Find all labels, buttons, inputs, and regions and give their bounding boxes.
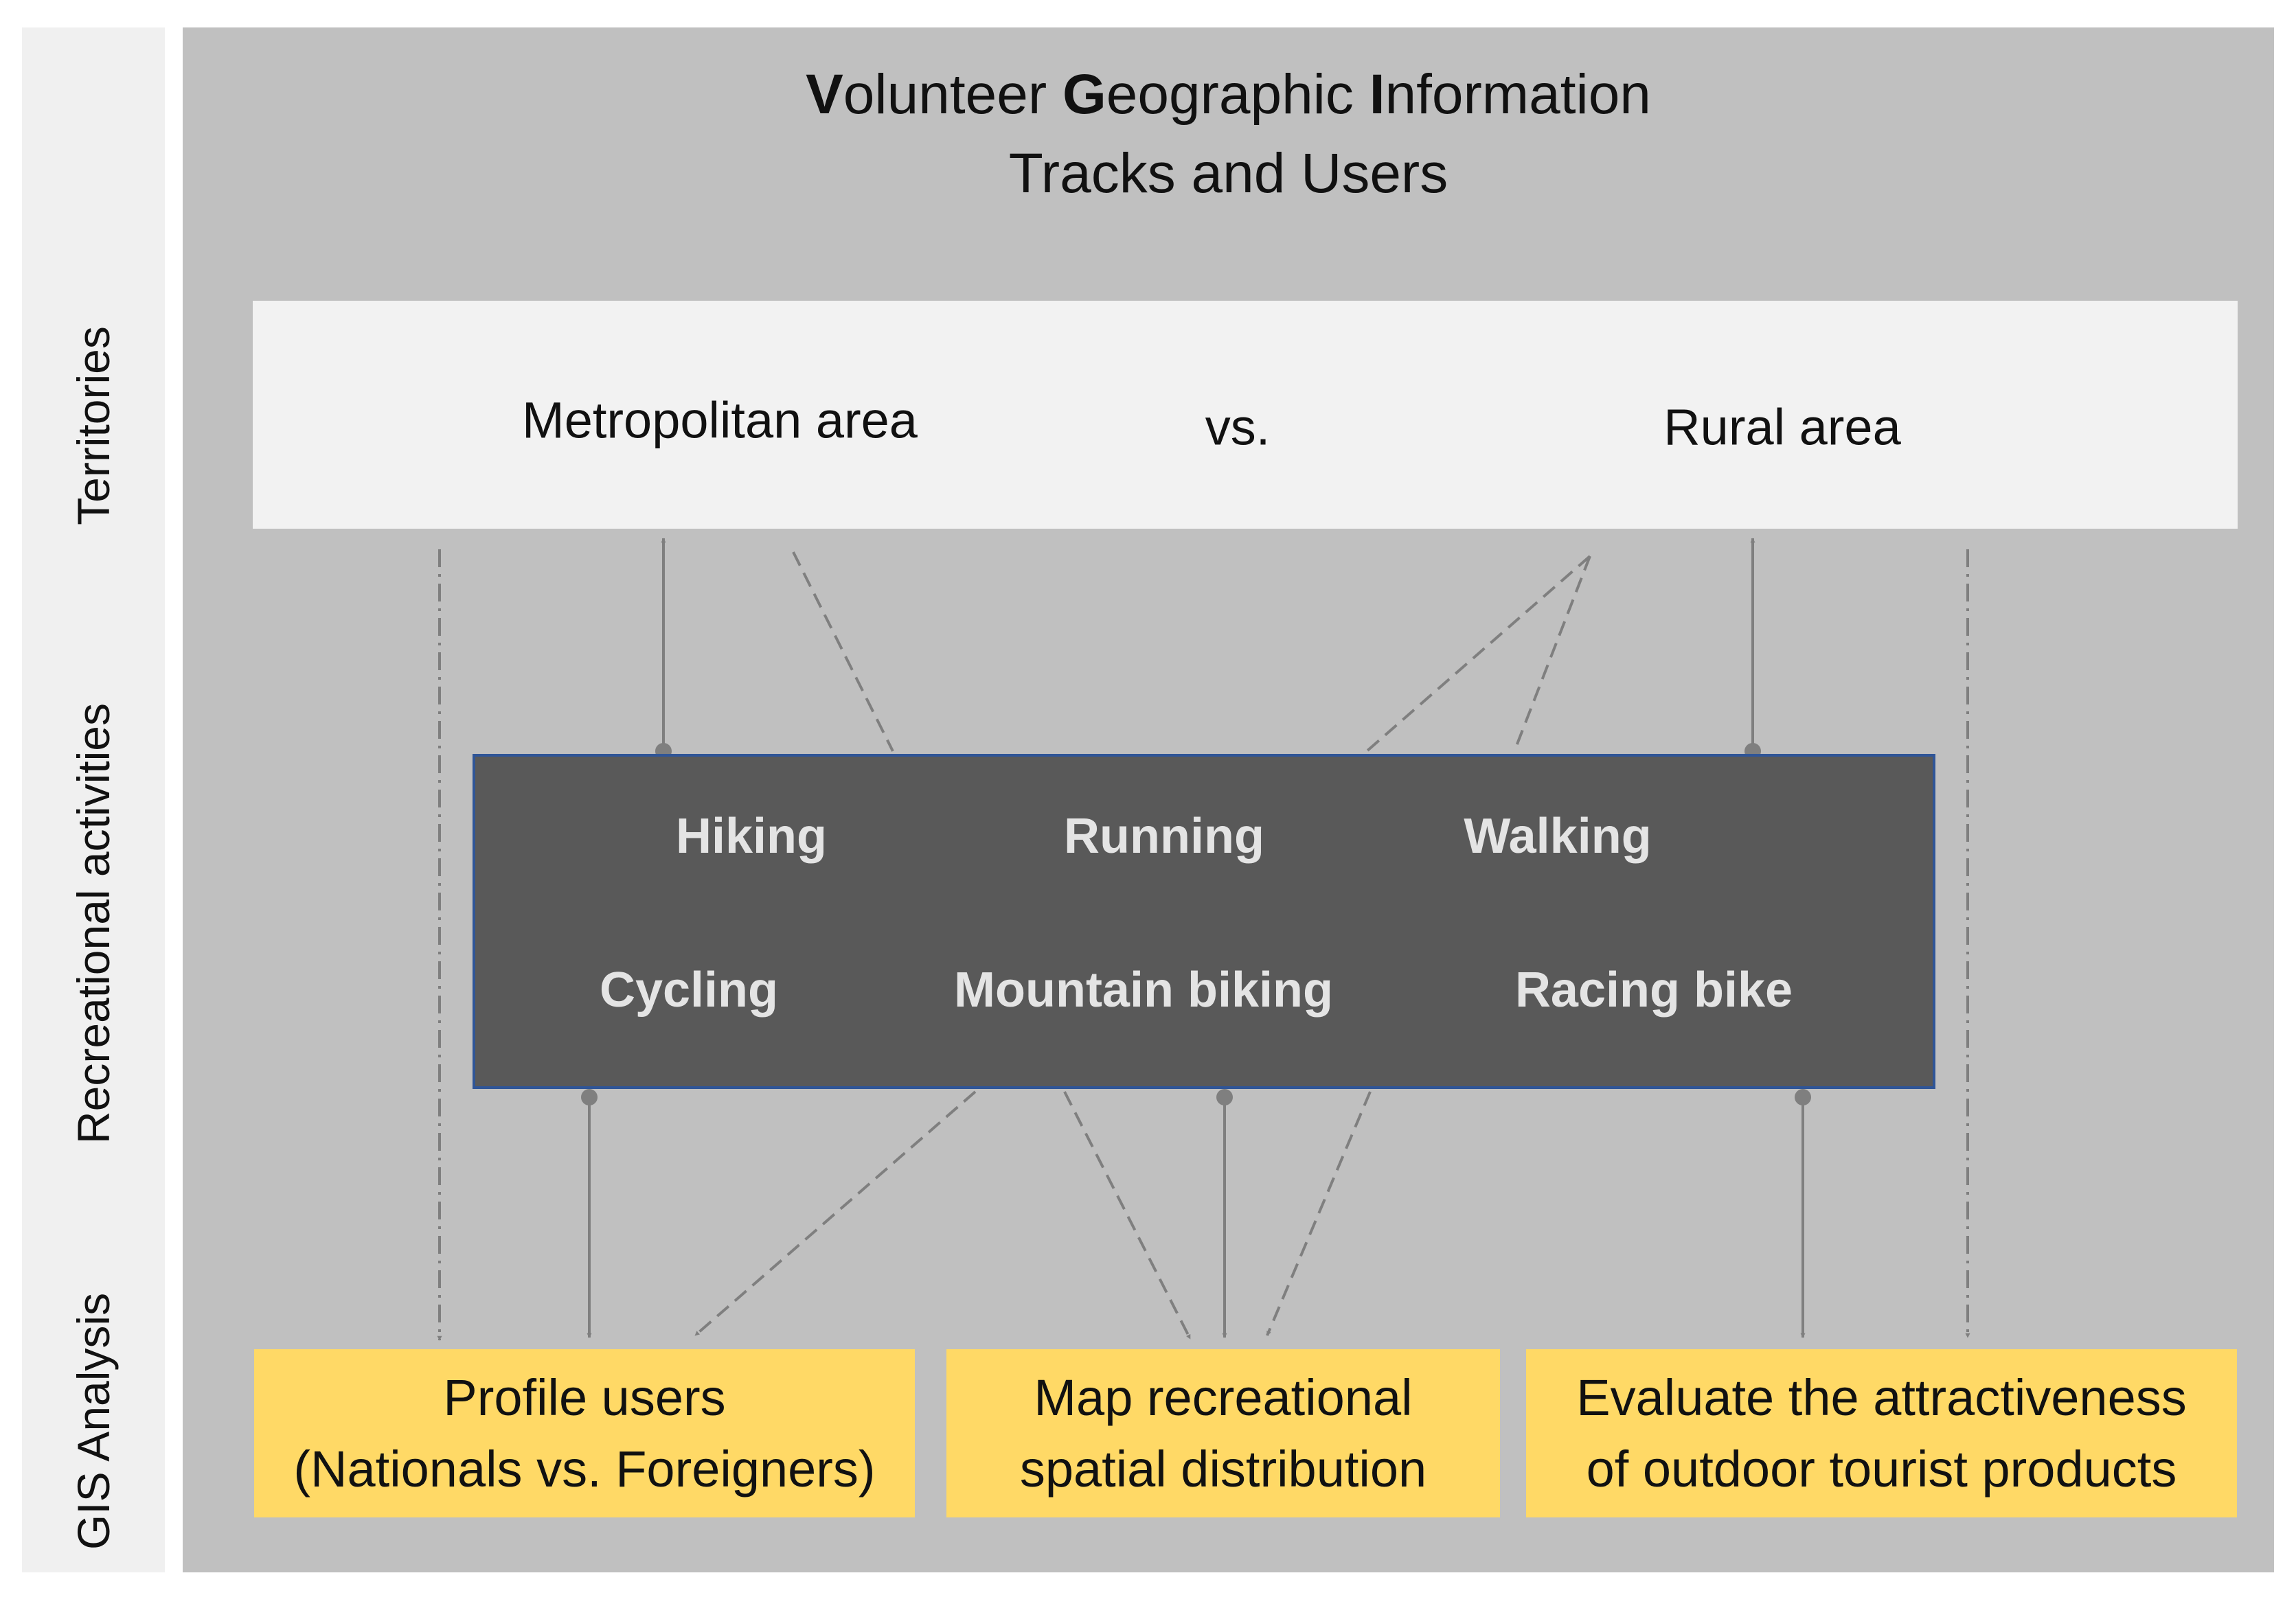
gis-box-line: Map recreational [1034, 1368, 1413, 1426]
side-label-strip [22, 27, 165, 1572]
diagram-title: Volunteer Geographic Information Tracks … [183, 55, 2274, 213]
dashed-activities-to-map-left [1063, 1091, 1192, 1340]
connector-dot [1795, 1089, 1811, 1105]
title-word-nformation: nformation [1385, 63, 1651, 126]
title-line-1: Volunteer Geographic Information [183, 55, 2274, 134]
title-initial-v: V [806, 63, 843, 126]
activity-racing-bike: Racing bike [1514, 963, 1793, 1018]
versus-label: vs. [1205, 398, 1271, 456]
activity-walking: Walking [1464, 809, 1652, 864]
title-word-olunteer: olunteer [843, 63, 1047, 126]
territories-box [253, 301, 2238, 529]
gis-box-line: Evaluate the attractiveness [1576, 1368, 2187, 1426]
activity-running: Running [1064, 809, 1264, 864]
title-initial-i: I [1369, 63, 1385, 126]
title-initial-g: G [1062, 63, 1106, 126]
dashed-activities-to-profile-users [694, 1090, 977, 1337]
metropolitan-area-label: Metropolitan area [522, 391, 918, 449]
dashed-activities-to-map-right [1266, 1091, 1372, 1336]
connector-dot [581, 1089, 598, 1105]
activity-cycling: Cycling [599, 963, 779, 1018]
title-word-eographic: eographic [1106, 63, 1354, 126]
gis-box-map-distribution: Map recreational spatial distribution [946, 1349, 1500, 1517]
gis-box-line: spatial distribution [1019, 1440, 1427, 1498]
activity-hiking: Hiking [675, 809, 828, 864]
activity-mountain-biking: Mountain biking [954, 963, 1333, 1018]
dashed-rural-to-activities-b [1513, 555, 1591, 752]
gis-box-evaluate-attractiveness: Evaluate the attractiveness of outdoor t… [1526, 1349, 2237, 1517]
gis-box-line: Profile users [443, 1368, 726, 1426]
dashed-rural-to-activities-a [1365, 555, 1591, 753]
dashed-metropolitan-to-activities [792, 551, 894, 752]
title-line-2: Tracks and Users [1008, 142, 1448, 205]
connector-dot [1216, 1089, 1233, 1105]
gis-box-profile-users: Profile users (Nationals vs. Foreigners) [254, 1349, 915, 1517]
gis-box-line: of outdoor tourist products [1586, 1440, 2177, 1498]
gis-box-line: (Nationals vs. Foreigners) [293, 1440, 876, 1498]
recreational-activities-box [473, 754, 1935, 1089]
rural-area-label: Rural area [1663, 398, 1901, 456]
